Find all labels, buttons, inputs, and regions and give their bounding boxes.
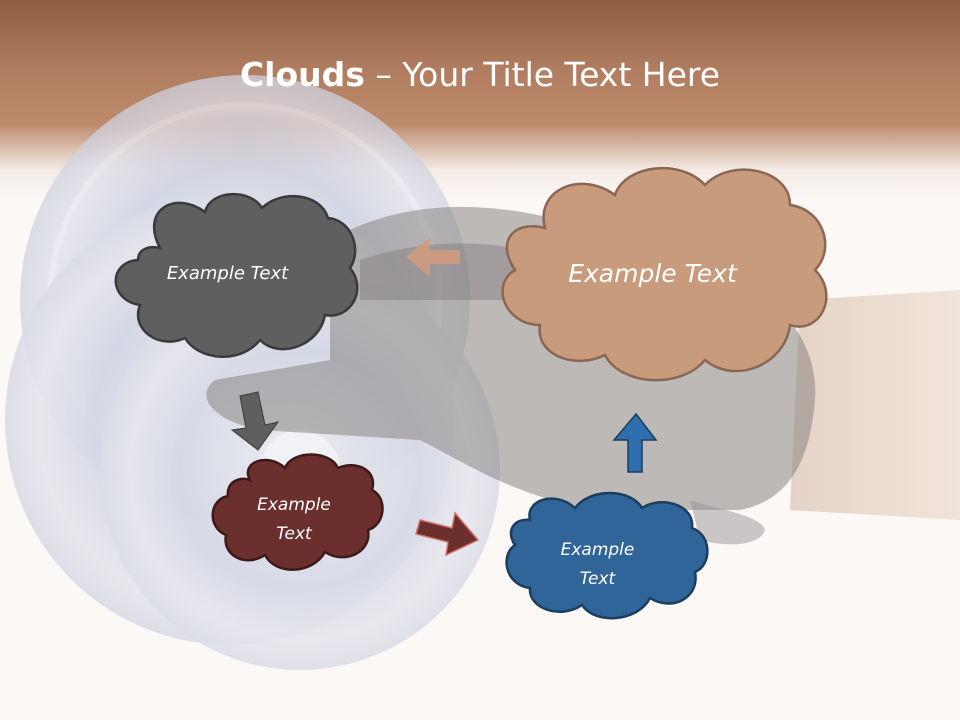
title-separator: –	[364, 55, 403, 94]
cloud-tan	[501, 166, 828, 382]
arrow-up-icon	[612, 412, 658, 473]
cloud-blue-label: Example Text	[560, 540, 635, 589]
title-rest: Your Title Text Here	[402, 55, 721, 94]
arrow-right-icon	[415, 511, 480, 557]
cloud-blue	[505, 491, 709, 620]
cloud-gray-label: Example Text	[166, 263, 289, 284]
title-bold: Clouds	[239, 55, 365, 94]
cloud-tan-label: Example Text	[568, 259, 737, 288]
cloud-dark-red-label: Example Text	[257, 495, 331, 544]
cloud-gray	[114, 193, 359, 358]
arrow-down-icon	[230, 391, 280, 451]
slide-title: Clouds – Your Title Text Here	[0, 52, 960, 98]
cloud-dark-red	[211, 453, 384, 571]
arrow-left-icon	[406, 237, 460, 277]
